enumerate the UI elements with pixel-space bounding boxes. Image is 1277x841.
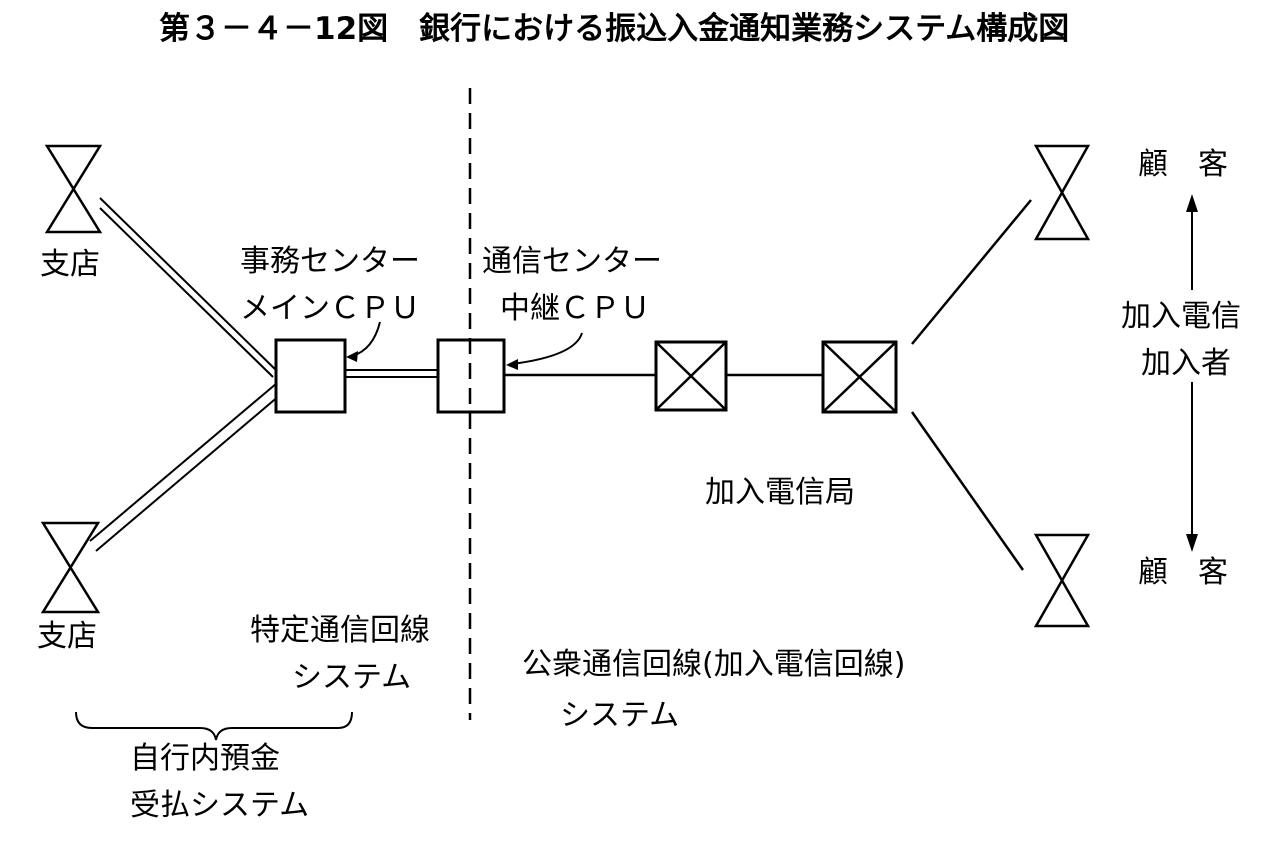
own-bank-label-line1: 自行内預金 bbox=[130, 741, 280, 776]
exchange-1-icon bbox=[654, 340, 728, 412]
branch-top-label: 支店 bbox=[40, 247, 100, 282]
own-bank-system-brace bbox=[75, 711, 353, 741]
customer-bottom-label: 顧 客 bbox=[1138, 555, 1228, 590]
telex-office-label: 加入電信局 bbox=[705, 475, 855, 510]
customer-top-label: 顧 客 bbox=[1138, 147, 1228, 182]
main-cpu-box bbox=[274, 338, 347, 414]
own-bank-label-line2: 受払システム bbox=[130, 788, 310, 823]
branch-top-terminal-icon bbox=[44, 144, 103, 234]
jimu-center-label: 事務センター bbox=[240, 244, 420, 279]
customer-bottom-terminal-icon bbox=[1033, 533, 1091, 628]
main-cpu-label: メインＣＰＵ bbox=[240, 291, 420, 326]
customer-top-terminal-icon bbox=[1033, 144, 1091, 241]
public-line-label-line2: システム bbox=[560, 698, 680, 733]
branch-bottom-private-line bbox=[89, 382, 281, 552]
relay-cpu-pointer-arrow bbox=[506, 332, 583, 370]
branch-top-private-line bbox=[99, 197, 280, 378]
main-cpu-pointer-arrow bbox=[346, 321, 381, 362]
private-line-label-line2: システム bbox=[292, 660, 412, 695]
figure-title: 第３－４－12図 銀行における振込入金通知業務システム構成図 bbox=[159, 11, 1070, 47]
exchange-2-icon bbox=[821, 340, 898, 414]
subscriber-label-line2: 加入者 bbox=[1141, 346, 1231, 381]
subscriber-label-line1: 加入電信 bbox=[1121, 299, 1241, 334]
subscriber-range-arrow bbox=[1186, 194, 1198, 552]
tsushin-center-label: 通信センター bbox=[482, 244, 662, 279]
line-to-customer-bottom bbox=[910, 411, 1025, 571]
private-line-label-line1: 特定通信回線 bbox=[250, 613, 430, 648]
line-to-customer-top bbox=[911, 199, 1032, 345]
public-line-label-line1: 公衆通信回線(加入電信回線) bbox=[522, 647, 906, 682]
branch-bottom-terminal-icon bbox=[40, 521, 101, 614]
relay-cpu-label: 中継ＣＰＵ bbox=[500, 291, 650, 326]
branch-bottom-label: 支店 bbox=[37, 619, 97, 654]
main-relay-private-line bbox=[345, 369, 438, 378]
